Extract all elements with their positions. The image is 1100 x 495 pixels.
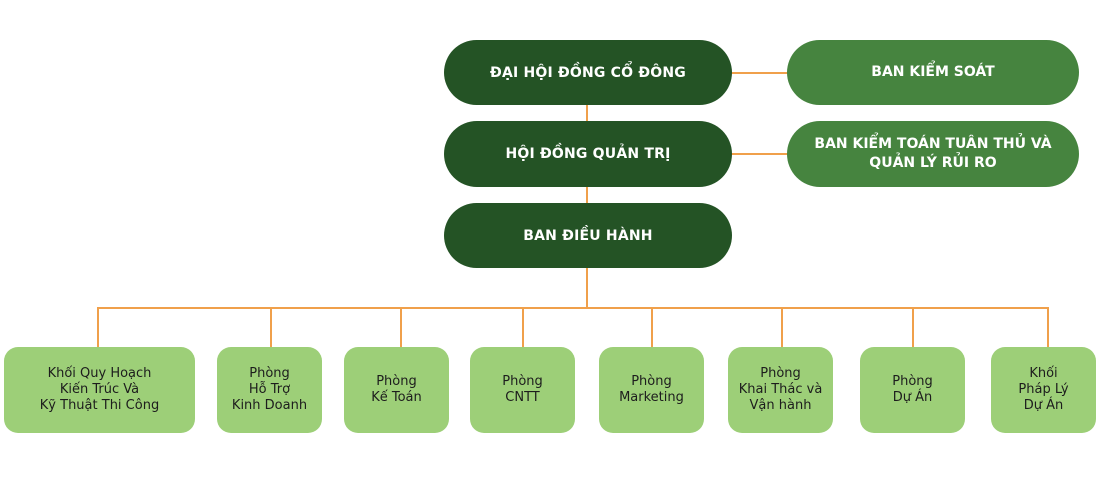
node-hoi-dong-quan-tri: HỘI ĐỒNG QUẢN TRỊ (444, 121, 732, 187)
connector-dept-4 (522, 307, 524, 348)
dept-cntt: Phòng CNTT (470, 347, 575, 433)
connector-dept-5 (651, 307, 653, 348)
connector-departments-horizontal (97, 307, 1049, 309)
dept-du-an: Phòng Dự Án (860, 347, 965, 433)
node-ban-kiem-toan-tuan-thu: BAN KIỂM TOÁN TUÂN THỦ VÀ QUẢN LÝ RỦI RO (787, 121, 1079, 187)
connector-dept-6 (781, 307, 783, 348)
dept-ho-tro-kinh-doanh: Phòng Hỗ Trợ Kinh Doanh (217, 347, 322, 433)
dept-khai-thac-van-hanh: Phòng Khai Thác và Vận hành (728, 347, 833, 433)
dept-khoi-quy-hoach: Khối Quy Hoạch Kiến Trúc Và Kỹ Thuật Thi… (4, 347, 195, 433)
connector-bks (731, 72, 788, 74)
connector-dept-7 (912, 307, 914, 348)
node-ban-kiem-soat: BAN KIỂM SOÁT (787, 40, 1079, 105)
dept-marketing: Phòng Marketing (599, 347, 704, 433)
node-dai-hoi-dong-co-dong: ĐẠI HỘI ĐỒNG CỔ ĐÔNG (444, 40, 732, 105)
connector-bktt (731, 153, 788, 155)
dept-phap-ly-du-an: Khối Pháp Lý Dự Án (991, 347, 1096, 433)
node-ban-dieu-hanh: BAN ĐIỀU HÀNH (444, 203, 732, 268)
connector-dept-8 (1047, 307, 1049, 348)
dept-ke-toan: Phòng Kế Toán (344, 347, 449, 433)
connector-dept-2 (270, 307, 272, 348)
connector-dept-1 (97, 307, 99, 348)
connector-dept-3 (400, 307, 402, 348)
